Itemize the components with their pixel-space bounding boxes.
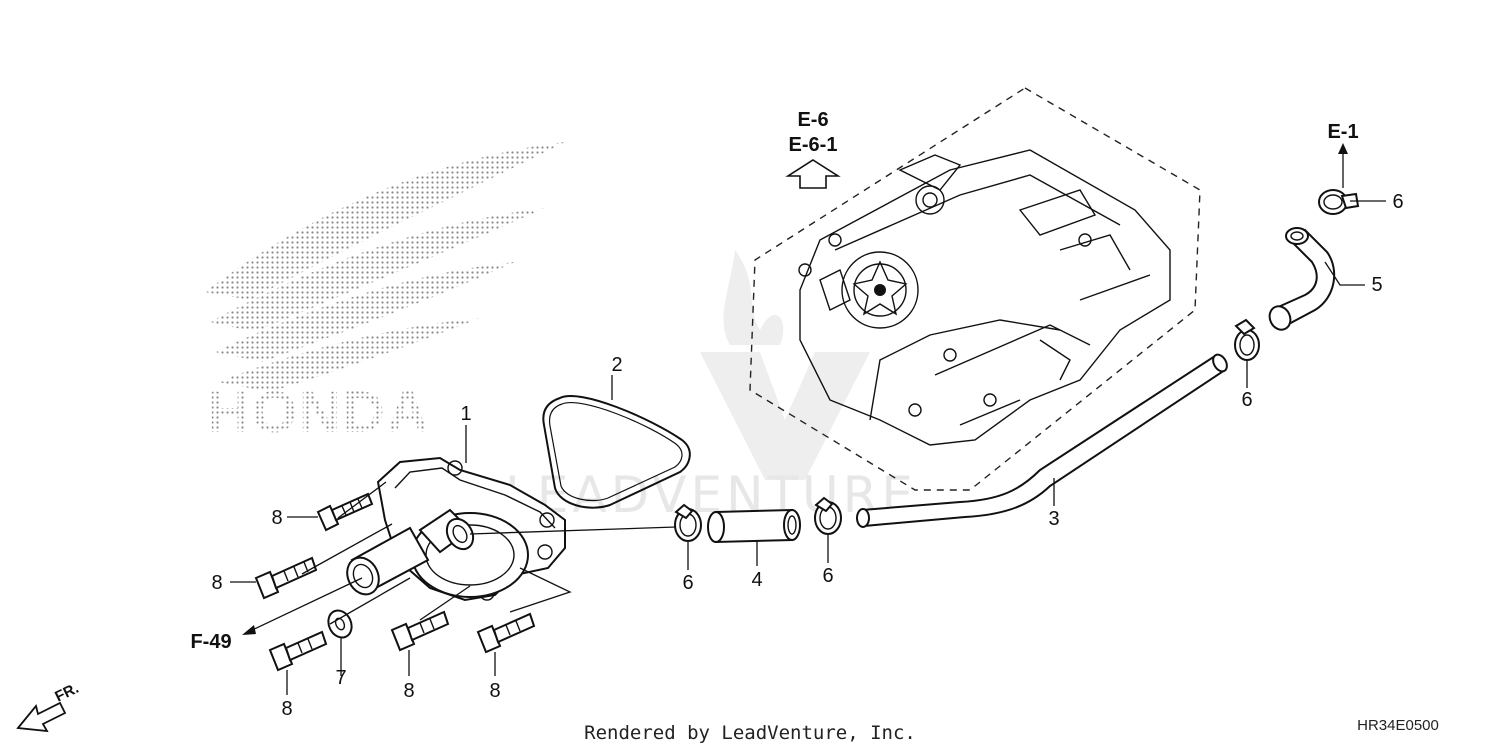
callout-5[interactable]: 5: [1371, 274, 1382, 296]
bolt-part-8-c: [268, 630, 328, 672]
ref-label-e1[interactable]: E-1: [1327, 121, 1358, 143]
up-arrow-icon: [785, 159, 841, 189]
callout-8-b[interactable]: 8: [211, 572, 222, 594]
front-direction-indicator: FR.: [16, 680, 81, 733]
ref-label-e6-1[interactable]: E-6-1: [789, 134, 838, 156]
callout-8-e[interactable]: 8: [489, 680, 500, 702]
callout-4[interactable]: 4: [751, 569, 762, 591]
ref-label-f49[interactable]: F-49: [190, 631, 231, 653]
hose-clamp-part-6-c: [1234, 318, 1260, 361]
honda-wing-logo: HONDA: [205, 142, 565, 445]
hose-part-4: [707, 508, 801, 544]
ref-label-e6[interactable]: E-6: [797, 109, 828, 131]
washer-part-7: [327, 609, 353, 639]
callout-7[interactable]: 7: [335, 667, 346, 689]
leadventure-watermark: LEADVENTURE: [505, 250, 917, 524]
bolt-part-8-d: [390, 610, 450, 652]
callout-6-b[interactable]: 6: [822, 565, 833, 587]
hose-clamp-part-6-a: [674, 503, 702, 542]
callout-6-a[interactable]: 6: [682, 572, 693, 594]
water-pipe-part-3: [856, 353, 1228, 528]
callout-2[interactable]: 2: [611, 354, 622, 376]
callout-8-d[interactable]: 8: [403, 680, 414, 702]
diagram-code: HR34E0500: [1357, 717, 1439, 734]
hose-part-5: [1268, 227, 1336, 331]
hose-clamp-part-6-d: [1318, 189, 1360, 215]
hose-clamp-part-6-b: [814, 496, 842, 535]
water-pump-cover-part-1: [346, 456, 566, 602]
callout-1[interactable]: 1: [460, 403, 471, 425]
front-arrow-icon: [16, 701, 67, 733]
bolt-part-8-b: [254, 556, 318, 600]
callout-8-a[interactable]: 8: [271, 507, 282, 529]
callout-8-c[interactable]: 8: [281, 698, 292, 720]
callout-3[interactable]: 3: [1048, 508, 1059, 530]
engine-crankcase-reference: [749, 87, 1201, 491]
callout-6-c[interactable]: 6: [1241, 389, 1252, 411]
rendered-by-credit: Rendered by LeadVenture, Inc.: [584, 722, 916, 744]
impeller: [841, 251, 919, 329]
leader-lines: [230, 143, 1386, 695]
callout-6-d[interactable]: 6: [1392, 191, 1403, 213]
bolt-part-8-e: [476, 612, 536, 654]
leadventure-wordmark: LEADVENTURE: [505, 466, 917, 524]
honda-wordmark: HONDA: [208, 380, 431, 445]
gasket-part-2: [542, 395, 691, 509]
front-label: FR.: [52, 680, 81, 706]
